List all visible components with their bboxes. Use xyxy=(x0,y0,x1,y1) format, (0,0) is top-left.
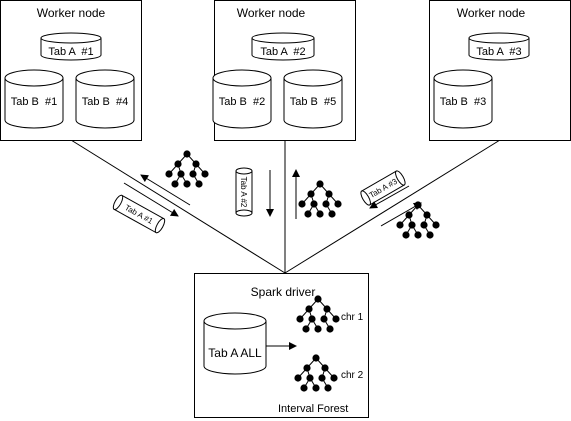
connector-worker3-driver xyxy=(284,139,501,274)
tab-a-all-cylinder: Tab A ALL xyxy=(203,312,267,375)
arrow-worker1-to-driver xyxy=(123,182,179,217)
tree-icon-worker3 xyxy=(396,201,440,239)
tree-label-chr2: chr 2 xyxy=(341,370,364,381)
worker-node-1-title: Worker node xyxy=(37,6,106,20)
tab-a-1-transfer-cylinder: Tab A #1 xyxy=(112,194,166,234)
tab-b-1-cylinder: Tab B #1 xyxy=(4,69,64,129)
tab-b-3-label: Tab B #3 xyxy=(440,96,486,108)
tab-a-2-transfer-cylinder: Tab A #2 xyxy=(235,167,253,217)
interval-forest-label: Interval Forest xyxy=(278,403,348,415)
arrow-forest-to-worker3 xyxy=(380,202,422,227)
tab-b-2-cylinder: Tab B #2 xyxy=(212,69,272,129)
tree-icon-driver-chr2 xyxy=(294,354,338,392)
spark-driver: Spark driver Tab A ALL chr 1 chr 2 Inter… xyxy=(194,273,369,418)
tree-label-chr1: chr 1 xyxy=(341,312,364,323)
tab-a-1-cylinder: Tab A #1 xyxy=(40,32,102,61)
tab-a-2-transfer-label: Tab A #2 xyxy=(239,177,248,208)
tab-b-5-cylinder: Tab B #5 xyxy=(283,69,343,129)
tab-b-4-cylinder: Tab B #4 xyxy=(75,69,135,129)
tree-icon-worker2 xyxy=(298,180,342,218)
tree-icon-driver-chr1 xyxy=(296,295,340,333)
arrow-worker3-to-driver xyxy=(369,185,410,209)
tab-b-2-label: Tab B #2 xyxy=(219,96,265,108)
worker-node-1: Worker node Tab A #1 Tab B #1 Tab B #4 xyxy=(0,0,142,141)
tab-a-1-label: Tab A #1 xyxy=(48,46,93,58)
connector-worker1-driver xyxy=(70,139,286,274)
worker-node-3-title: Worker node xyxy=(457,6,526,20)
tab-b-5-label: Tab B #5 xyxy=(290,96,336,108)
tree-icon-worker1 xyxy=(165,150,209,188)
tab-a-all-label: Tab A ALL xyxy=(208,346,262,360)
tab-b-3-cylinder: Tab B #3 xyxy=(433,69,493,129)
arrow-forest-to-worker1 xyxy=(140,174,191,206)
tab-b-1-label: Tab B #1 xyxy=(11,96,57,108)
tab-a-2-cylinder: Tab A #2 xyxy=(251,32,315,61)
tab-b-4-label: Tab B #4 xyxy=(82,96,128,108)
tab-a-3-cylinder: Tab A #3 xyxy=(468,32,530,61)
tab-a-2-label: Tab A #2 xyxy=(260,46,305,58)
worker-node-3: Worker node Tab A #3 Tab B #3 xyxy=(429,0,571,141)
worker-node-2-title: Worker node xyxy=(237,6,306,20)
tab-a-3-label: Tab A #3 xyxy=(476,46,521,58)
worker-node-2: Worker node Tab A #2 Tab B #2 Tab B #5 xyxy=(212,0,356,141)
spark-driver-title: Spark driver xyxy=(251,285,316,299)
